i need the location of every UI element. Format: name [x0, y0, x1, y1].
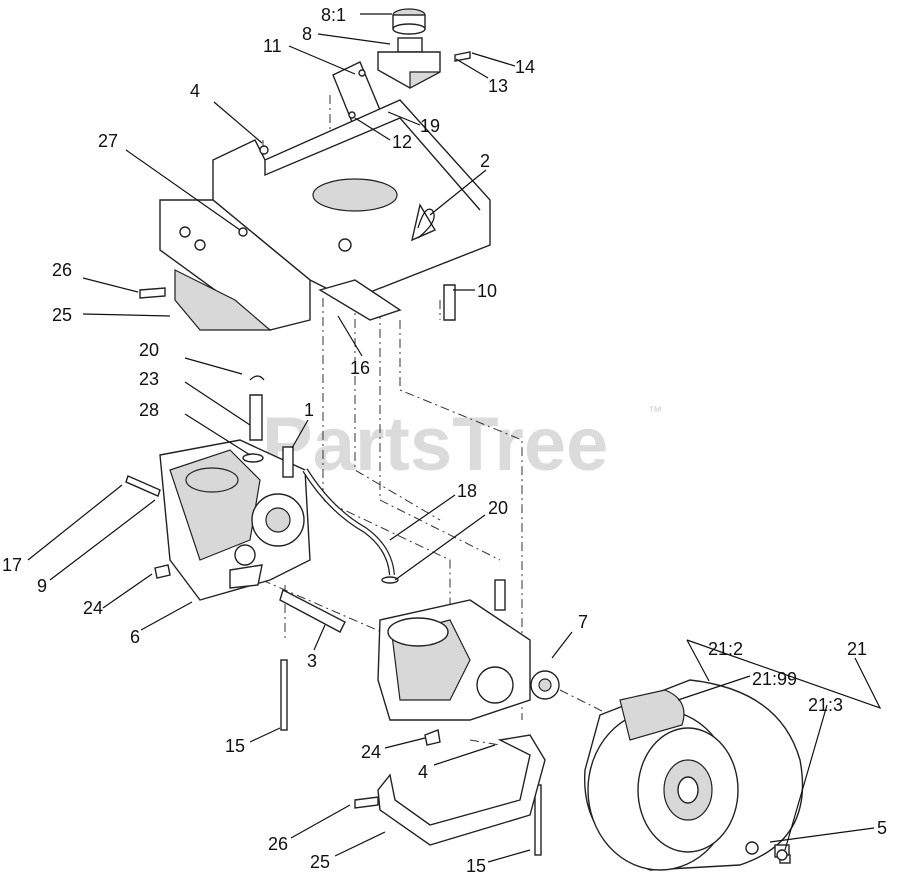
callout-8: 8 — [302, 24, 312, 44]
callout-15-bottom: 15 — [466, 856, 486, 876]
callout-2: 2 — [480, 151, 490, 171]
wheel-tire-assembly — [583, 679, 804, 871]
hoses-and-fittings — [125, 145, 542, 856]
callout-12: 12 — [392, 132, 412, 152]
watermark-text: PartsTree — [262, 402, 608, 487]
callout-7: 7 — [578, 612, 588, 632]
callout-24-left: 24 — [83, 598, 103, 618]
callout-17: 17 — [2, 555, 22, 575]
callout-26-top: 26 — [52, 260, 72, 280]
callout-4-bottom: 4 — [418, 762, 428, 782]
callout-6: 6 — [130, 627, 140, 647]
callout-labels: 8:1 8 11 14 13 4 19 12 27 2 26 10 25 16 … — [2, 5, 887, 876]
callout-11: 11 — [263, 36, 282, 56]
hydro-transmission-right — [377, 599, 560, 721]
callout-21-3: 21:3 — [808, 695, 843, 715]
lower-strap-bracket — [354, 734, 546, 846]
callout-10: 10 — [477, 281, 497, 301]
callout-21-2: 21:2 — [708, 639, 743, 659]
callout-27: 27 — [98, 131, 118, 151]
callout-20-mid: 20 — [488, 498, 508, 518]
callout-1: 1 — [304, 400, 314, 420]
callout-26-bottom: 26 — [268, 834, 288, 854]
callout-leaders — [27, 13, 882, 863]
callout-3: 3 — [307, 651, 317, 671]
callout-19: 19 — [420, 116, 440, 136]
callout-21: 21 — [847, 639, 867, 659]
callout-8-1: 8:1 — [321, 5, 346, 25]
hydro-transmission-left — [159, 439, 311, 601]
callout-24-mid: 24 — [361, 742, 381, 762]
reservoir-assembly — [377, 8, 441, 89]
watermark-trademark: ™ — [648, 403, 662, 419]
frame-chassis — [159, 99, 491, 331]
callout-4-top: 4 — [190, 81, 200, 101]
callout-5: 5 — [877, 818, 887, 838]
callout-18: 18 — [457, 481, 477, 501]
callout-21-99: 21:99 — [752, 669, 797, 689]
callout-28: 28 — [139, 400, 159, 420]
callout-23: 23 — [139, 369, 159, 389]
callout-9: 9 — [37, 576, 47, 596]
callout-16: 16 — [350, 358, 370, 378]
callout-25-bottom: 25 — [310, 852, 330, 872]
callout-25-top: 25 — [52, 305, 72, 325]
callout-13: 13 — [488, 76, 508, 96]
callout-15-left: 15 — [225, 736, 245, 756]
callout-14: 14 — [515, 57, 535, 77]
callout-20-top: 20 — [139, 340, 159, 360]
